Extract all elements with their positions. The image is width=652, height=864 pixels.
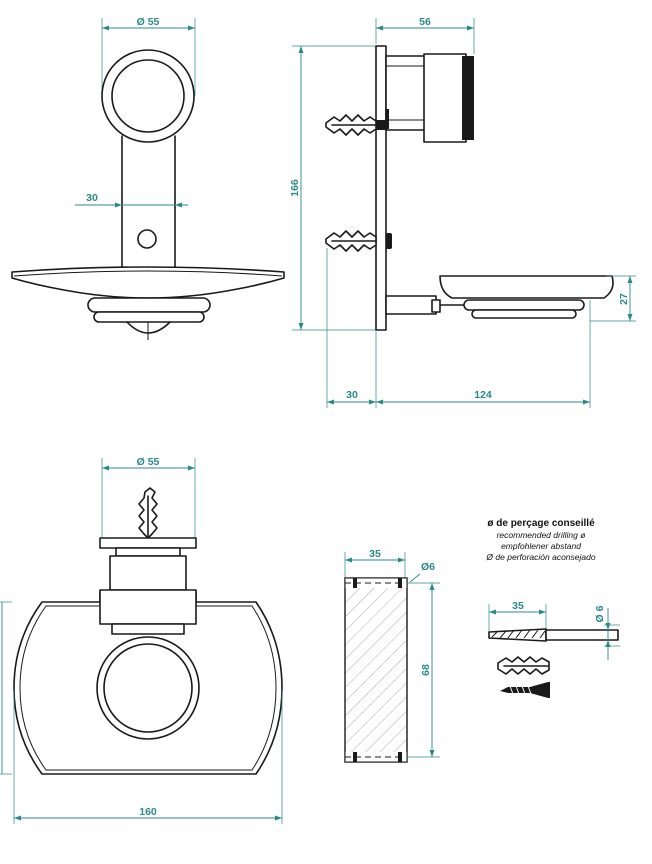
note-title: ø de perçage conseillé	[487, 518, 595, 529]
dim-side-height: 166	[289, 179, 301, 197]
dim-bottom-diameter: Ø 55	[137, 456, 160, 468]
bottom-front-view: Ø 55 160	[0, 456, 283, 824]
side-view: 56 166	[289, 16, 636, 408]
dim-bottom-width: 160	[139, 806, 157, 818]
drilling-note: ø de perçage conseillé recommended drill…	[485, 518, 620, 698]
dim-hole-depth: 35	[369, 548, 381, 560]
note-es: Ø de perforación aconsejado	[485, 552, 595, 562]
dim-hole-diameter: Ø6	[421, 561, 435, 573]
drill-bit	[488, 628, 619, 642]
dim-side-length: 124	[474, 389, 492, 401]
dim-side-offset: 30	[346, 389, 358, 401]
dim-front-diameter: Ø 55	[137, 16, 160, 28]
dim-hole-spacing: 68	[420, 664, 432, 676]
dim-drill-length: 35	[512, 600, 524, 612]
note-en: recommended drilling ø	[497, 530, 586, 540]
drilling-template: 35 Ø6 68	[344, 548, 440, 763]
dim-dish-height: 27	[618, 293, 630, 305]
wall-plug-top	[138, 487, 158, 539]
wall-plug-detail	[497, 656, 550, 675]
front-view: Ø 55 30	[11, 16, 285, 340]
dim-drill-diameter: Ø 6	[594, 605, 606, 622]
dim-front-arm: 30	[86, 192, 98, 204]
note-de: empfohlener abstand	[501, 541, 581, 551]
screw-detail	[500, 682, 550, 698]
dim-side-depth: 56	[419, 16, 431, 28]
wall-plug-lower	[325, 230, 392, 252]
wall-plug-upper	[325, 109, 389, 136]
